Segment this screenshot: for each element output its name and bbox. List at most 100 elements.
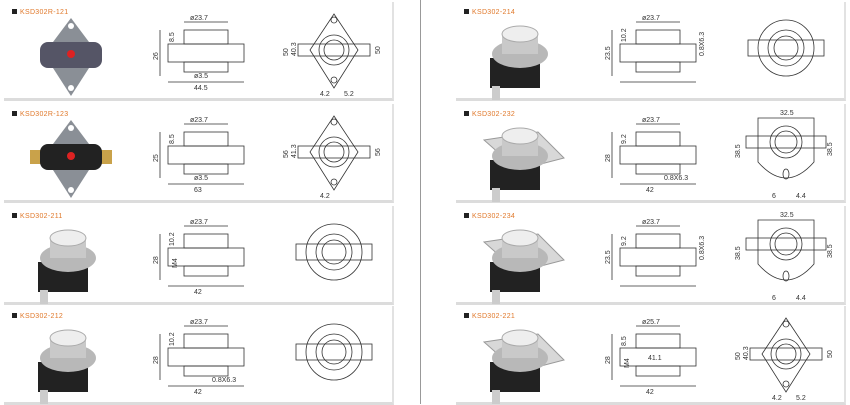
dimension-label: 5.2 [344, 91, 354, 98]
dimension-label: ø3.5 [194, 175, 208, 182]
side-view-drawing: ø23.7 8.5 26 ø3.5 44.5 [153, 15, 245, 92]
dimension-label: ø23.7 [190, 219, 208, 226]
model-title: KSD302-214 [464, 9, 515, 16]
dimension-label: ø23.7 [642, 117, 660, 124]
dimension-label: 50 [283, 48, 290, 56]
dimension-label: 38.5 [827, 244, 834, 258]
product-photo [482, 127, 565, 202]
dimension-label: 56 [375, 148, 382, 156]
dimension-label: ø23.7 [190, 319, 208, 326]
dimension-label: M4 [172, 258, 179, 268]
dimension-label: ø23.7 [642, 15, 660, 22]
model-title: KSD302-221 [464, 313, 515, 320]
dimension-label: 0.8X6.3 [664, 175, 688, 182]
dimension-label: 25 [153, 154, 160, 162]
dimension-label: 42 [194, 389, 202, 396]
dimension-label: 10.2 [169, 332, 176, 346]
dimension-label: 38.5 [827, 142, 834, 156]
dimension-label: ø3.5 [194, 73, 208, 80]
dimension-label: 41.1 [648, 355, 662, 362]
dimension-label: 40.3 [743, 346, 750, 360]
dimension-label: 8.5 [169, 32, 176, 42]
side-view-drawing: ø23.7 9.2 28 0.8X6.3 42 [605, 117, 697, 194]
dimension-label: 40.3 [291, 42, 298, 56]
dimension-label: 26 [153, 52, 160, 60]
model-title: KSD302-232 [464, 111, 515, 118]
dimension-label: 9.2 [621, 236, 628, 246]
product-photo [490, 25, 548, 100]
dimension-label: ø23.7 [190, 117, 208, 124]
dimension-label: 56 [283, 150, 290, 158]
dimension-label: 28 [605, 356, 612, 364]
dimension-label: 0.8X6.3 [699, 236, 706, 260]
model-title: KSD302-234 [464, 213, 515, 220]
dimension-label: 42 [194, 289, 202, 296]
dimension-label: 8.5 [169, 134, 176, 144]
dimension-label: 8.5 [621, 336, 628, 346]
side-view-drawing: ø23.7 10.2 28 0.8X6.3 42 [153, 319, 245, 396]
dimension-label: 6 [772, 295, 776, 302]
product-panel: KSD302-212 ø23.7 10.2 28 0.8X6.3 42 [4, 306, 394, 405]
dimension-label: 9.2 [621, 134, 628, 144]
dimension-label: ø23.7 [190, 15, 208, 22]
product-photo [38, 329, 96, 404]
dimension-label: 4.2 [772, 395, 782, 402]
product-panel: KSD302-211 ø23.7 10.2 28 M4 42 [4, 206, 394, 305]
model-title: KSD302R-123 [12, 111, 68, 118]
dimension-label: 23.5 [605, 250, 612, 264]
model-title: KSD302-212 [12, 313, 63, 320]
dimension-label: 10.2 [621, 28, 628, 42]
dimension-label: 42 [646, 187, 654, 194]
dimension-label: 32.5 [780, 212, 794, 219]
dimension-label: 50 [827, 350, 834, 358]
product-photo [38, 229, 96, 304]
dimension-label: 4.2 [320, 91, 330, 98]
product-photo [482, 329, 565, 404]
side-view-drawing: ø23.7 10.2 23.5 0.8X6.3 [605, 15, 706, 83]
dimension-label: 0.8X6.3 [212, 377, 236, 384]
model-title: KSD302R-121 [12, 9, 68, 16]
dimension-label: 50 [735, 352, 742, 360]
side-view-drawing: ø23.7 9.2 23.5 0.8X6.3 [605, 219, 706, 287]
product-panel: KSD302-234 ø23.7 9.2 23.5 0.8X6.3 32.5 38.5 3… [456, 206, 846, 305]
dimension-label: ø23.7 [642, 219, 660, 226]
top-view-drawing [295, 323, 373, 381]
dimension-label: 4.4 [796, 295, 806, 302]
dimension-label: 44.5 [194, 85, 208, 92]
dimension-label: 0.8X6.3 [699, 32, 706, 56]
top-view-drawing [747, 19, 825, 77]
dimension-label: 42 [646, 389, 654, 396]
product-photo [40, 18, 102, 96]
dimension-label: M4 [624, 358, 631, 368]
dimension-label: 32.5 [780, 110, 794, 117]
side-view-drawing: ø23.7 8.5 25 ø3.5 63 [153, 117, 245, 194]
dimension-label: 38.5 [735, 144, 742, 158]
dimension-label: 28 [153, 256, 160, 264]
top-view-drawing [295, 223, 373, 281]
top-view-drawing: 32.5 38.5 38.5 6 4.4 [735, 110, 834, 200]
dimension-label: 63 [194, 187, 202, 194]
product-photo [482, 229, 565, 304]
side-view-drawing: ø23.7 10.2 28 M4 42 [153, 219, 245, 296]
column-divider [420, 0, 421, 404]
dimension-label: 41.3 [291, 144, 298, 158]
product-panel: KSD302-214 ø23.7 10.2 23.5 0.8X6.3 [456, 2, 846, 101]
dimension-label: 6 [772, 193, 776, 200]
dimension-label: 23.5 [605, 46, 612, 60]
dimension-label: 28 [153, 356, 160, 364]
dimension-label: ø25.7 [642, 319, 660, 326]
dimension-label: 38.5 [735, 246, 742, 260]
dimension-label: 4.4 [796, 193, 806, 200]
dimension-label: 10.2 [169, 232, 176, 246]
product-photo [30, 120, 112, 198]
dimension-label: 50 [375, 46, 382, 54]
model-title: KSD302-211 [12, 213, 63, 220]
dimension-label: 28 [605, 154, 612, 162]
dimension-label: 4.2 [320, 193, 330, 200]
